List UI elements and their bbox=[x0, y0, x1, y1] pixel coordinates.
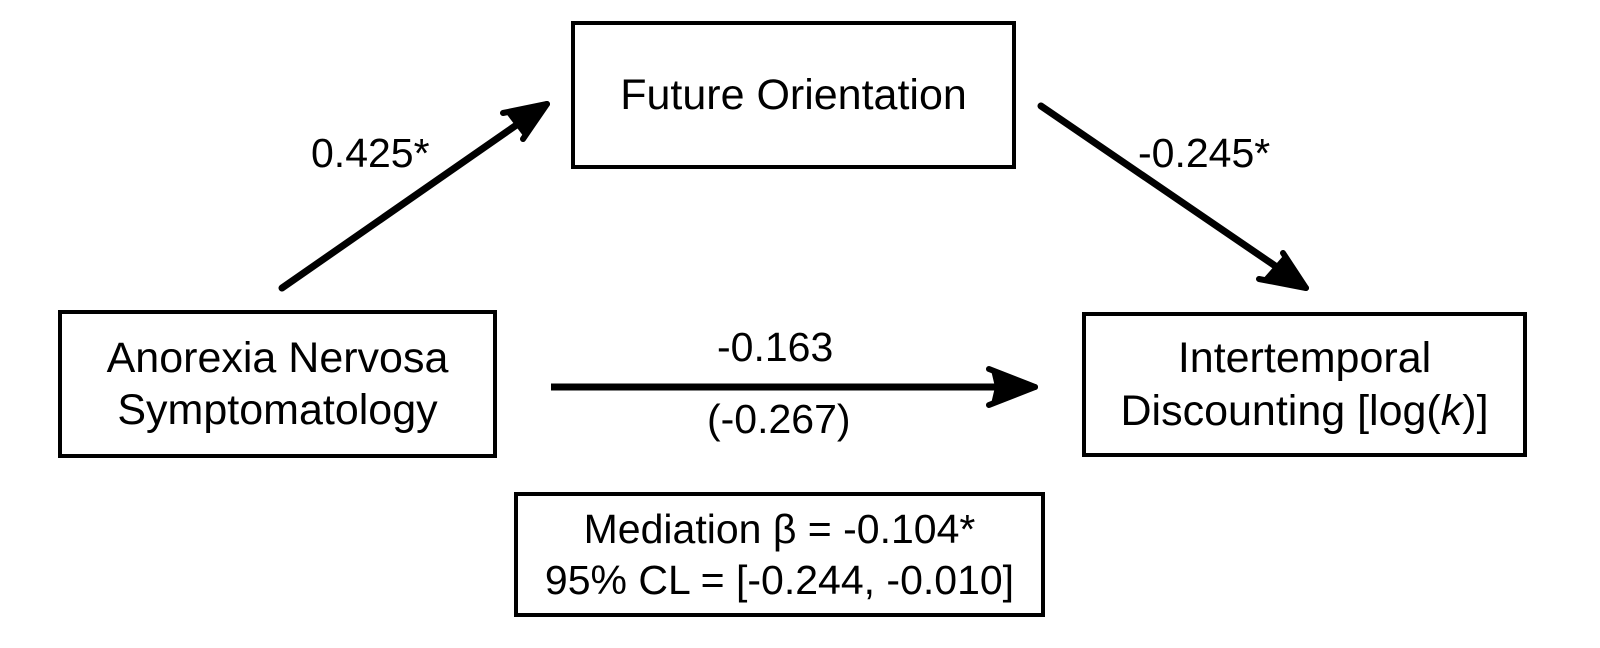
node-mediation-result[interactable]: Mediation β = -0.104* 95% CL = [-0.244, … bbox=[514, 492, 1045, 617]
edge-label-b-path: -0.245* bbox=[1138, 130, 1271, 176]
node-outcome-line2-prefix: Discounting [log( bbox=[1120, 386, 1441, 435]
node-future-orientation[interactable]: Future Orientation bbox=[571, 21, 1016, 169]
arrow-c-prime-path bbox=[551, 366, 1038, 408]
mediation-ci-line: 95% CL = [-0.244, -0.010] bbox=[544, 556, 1015, 603]
edge-label-a-path: 0.425* bbox=[311, 130, 430, 176]
node-intertemporal-discounting[interactable]: Intertemporal Discounting [log(k)] bbox=[1082, 312, 1527, 457]
arrow-a-path bbox=[278, 101, 550, 292]
node-anorexia-nervosa-symptomatology[interactable]: Anorexia Nervosa Symptomatology bbox=[58, 310, 497, 458]
node-future-orientation-label: Future Orientation bbox=[620, 70, 967, 119]
node-outcome-line2-suffix: )] bbox=[1462, 386, 1489, 435]
edge-label-direct-effect: -0.163 bbox=[717, 324, 834, 370]
node-mediation-result-label: Mediation β = -0.104* 95% CL = [-0.244, … bbox=[518, 504, 1041, 604]
node-outcome-line2-italic-k: k bbox=[1440, 386, 1463, 435]
node-intertemporal-discounting-label: Intertemporal Discounting [log(k)] bbox=[1086, 332, 1523, 437]
mediation-beta-line: Mediation β = -0.104* bbox=[583, 506, 976, 553]
arrow-b-path bbox=[1037, 102, 1309, 291]
node-outcome-line1: Intertemporal bbox=[1177, 334, 1432, 383]
edge-label-total-effect: (-0.267) bbox=[707, 396, 851, 442]
node-anorexia-nervosa-symptomatology-label: Anorexia Nervosa Symptomatology bbox=[106, 333, 449, 434]
